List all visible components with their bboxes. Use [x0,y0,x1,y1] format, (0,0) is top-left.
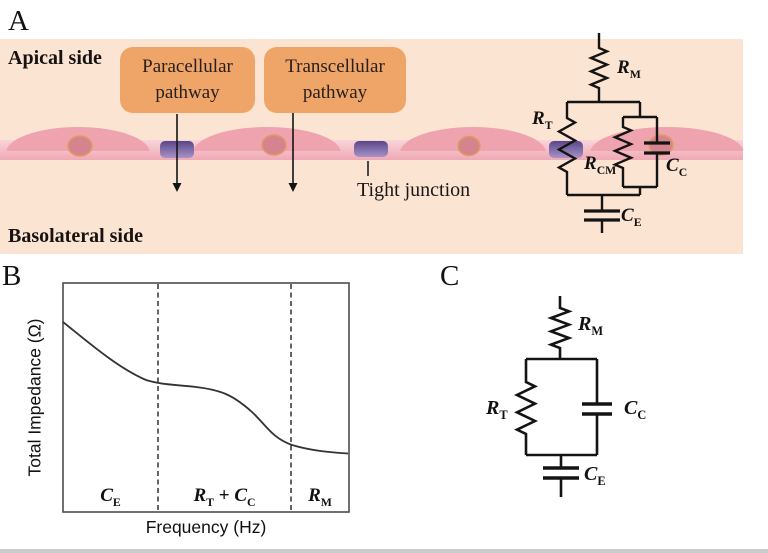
label-rt-c: RT [486,397,508,421]
bottom-edge-strip [0,549,768,553]
region-ce-main: C [100,485,113,506]
resistor-rcm [611,117,635,187]
label-rcm-a-sub: CM [596,163,617,177]
resistor-rt-c [514,359,538,455]
region-rm-sub: M [320,495,332,509]
label-rm-c-sub: M [591,324,604,338]
cell-layer [0,127,743,160]
capacitor-ce-c [543,466,579,480]
resistor-rt [556,102,578,195]
region-plus: + [214,485,235,506]
tight-junction-block [549,141,583,158]
transcellular-arrowhead-icon [288,183,298,192]
panel-c-simplified-circuit [514,296,612,497]
label-rcm-a: RCM [584,153,616,176]
label-cc-a-main: C [666,155,679,176]
label-ce-a-sub: E [633,215,642,229]
label-rt-c-main: R [486,397,500,419]
label-ce-a-main: C [621,205,634,226]
label-ce-c-sub: E [597,474,606,488]
label-rt-a-main: R [532,108,545,129]
panel-a-letter: A [8,5,29,37]
label-cc-c-sub: C [637,408,647,422]
panel-b-letter: B [2,260,22,292]
capacitor-ce [584,209,620,222]
label-cc-c-main: C [624,397,638,419]
resistor-rm [587,33,611,102]
transcellular-box-line1: Transcellular [285,56,385,77]
label-rm-a-main: R [617,57,630,78]
region-label-rm: RM [291,485,349,508]
panel-c-letter: C [440,260,460,292]
cell-nucleus [648,134,674,156]
label-rm-c: RM [578,313,603,337]
basolateral-side-label: Basolateral side [8,225,143,247]
resistor-rm-c [547,296,573,359]
region-label-rt-cc: RT + CC [158,485,291,508]
label-rt-a: RT [532,108,553,131]
label-rm-a: RM [617,57,641,80]
paracellular-arrowhead-icon [172,183,182,192]
region-rm-main: R [308,485,321,506]
label-ce-c-main: C [584,463,598,485]
label-rcm-a-main: R [584,153,597,174]
region-cc-sub: C [247,495,256,509]
label-cc-c: CC [624,397,646,421]
label-rm-a-sub: M [629,67,641,81]
y-axis-label: Total Impedance (Ω) [24,318,45,477]
paracellular-box-line1: Paracellular [142,56,233,77]
tight-junction-block [354,141,388,157]
tight-junction-label: Tight junction [357,179,471,201]
region-rt-sub: T [206,495,215,509]
y-axis-label-wrap: Total Impedance (Ω) [6,283,64,512]
pathway-arrows [172,113,369,192]
cell-nucleus [261,134,287,156]
panel-a-graphics [0,33,743,233]
region-ce-sub: E [112,495,121,509]
panel-a-equivalent-circuit [556,33,670,233]
region-cc-main: C [234,485,248,506]
label-ce-c: CE [584,463,606,487]
cell-nucleus [67,135,93,157]
capacitor-cc-c [582,402,612,416]
label-rt-c-sub: T [499,408,508,422]
impedance-curve [62,321,349,455]
region-rt-main: R [193,485,207,506]
plot-frame [62,282,350,513]
transcellular-box-line2: pathway [302,82,368,103]
region-label-ce: CE [63,485,158,508]
paracellular-box-line2: pathway [155,82,220,103]
transcellular-pathway-box: Transcellular pathway [264,47,406,113]
label-rm-c-main: R [578,313,592,335]
paracellular-pathway-box: Paracellular pathway [120,47,255,113]
label-rt-a-sub: T [544,118,553,132]
apical-side-label: Apical side [8,47,102,69]
label-ce-a: CE [621,205,642,228]
cell-nucleus [457,135,481,157]
impedance-plot [62,282,350,513]
label-cc-a: CC [666,155,687,178]
x-axis-label: Frequency (Hz) [145,517,267,537]
label-cc-a-sub: C [678,165,688,179]
